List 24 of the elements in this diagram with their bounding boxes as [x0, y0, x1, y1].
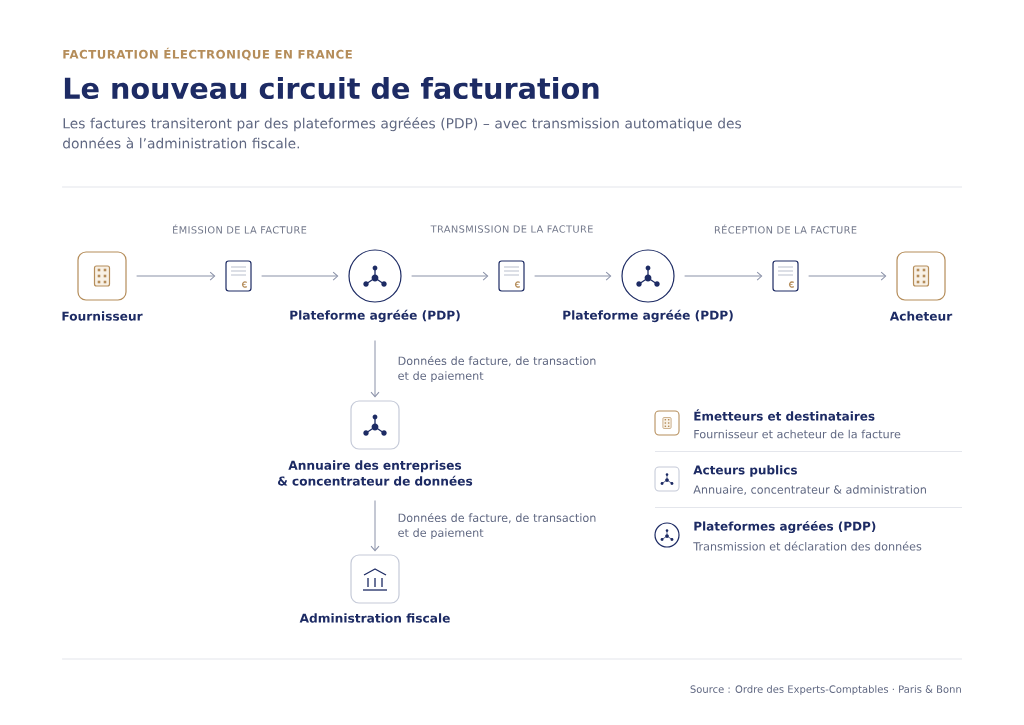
edge-label: Données de facture, de transaction et de paiement: [396, 354, 605, 384]
document-icon: [225, 260, 252, 292]
heading: Le nouveau circuit de facturation: [64, 76, 599, 100]
legend-text: Émetteurs et destinataires: [694, 409, 875, 421]
legend-description: Fournisseur et acheteur de la facture: [694, 429, 901, 439]
legend-text: Plateformes agréées (PDP): [694, 520, 876, 534]
stage-label: RÉCEPTION DE LA FACTURE: [714, 224, 857, 234]
legend-description: Annuaire, concentrateur & administration: [693, 485, 926, 495]
lead-text: Les factures transiteront par des plateformes agréées (PDP) – avec transmission automatique des données à l’administration fiscale.: [63, 117, 742, 149]
node-label: Plateforme agréée (PDP): [563, 309, 733, 323]
node-label: Administration fiscale: [299, 613, 450, 623]
document-icon: [772, 260, 799, 292]
source-note: Source : Ordre des Experts-Comptables · Paris & Bonn: [690, 685, 961, 695]
legend-text: Acteurs publics: [693, 465, 797, 477]
document-icon: [498, 260, 525, 292]
stage-label: TRANSMISSION DE LA FACTURE: [430, 225, 593, 233]
node-label: Annuaire des entreprises & concentrateur de données: [278, 460, 473, 486]
node-label: Plateforme agréée (PDP): [290, 309, 460, 323]
edge-label: Données de facture, de transaction et de paiement: [396, 511, 605, 541]
node-label: Fournisseur: [62, 311, 143, 321]
stage-label: ÉMISSION DE LA FACTURE: [173, 224, 307, 234]
kicker-text: FACTURATION ÉLECTRONIQUE EN FRANCE: [63, 47, 352, 61]
node-label: Acheteur: [889, 311, 953, 321]
legend-description: Transmission et déclaration des données: [693, 541, 922, 551]
